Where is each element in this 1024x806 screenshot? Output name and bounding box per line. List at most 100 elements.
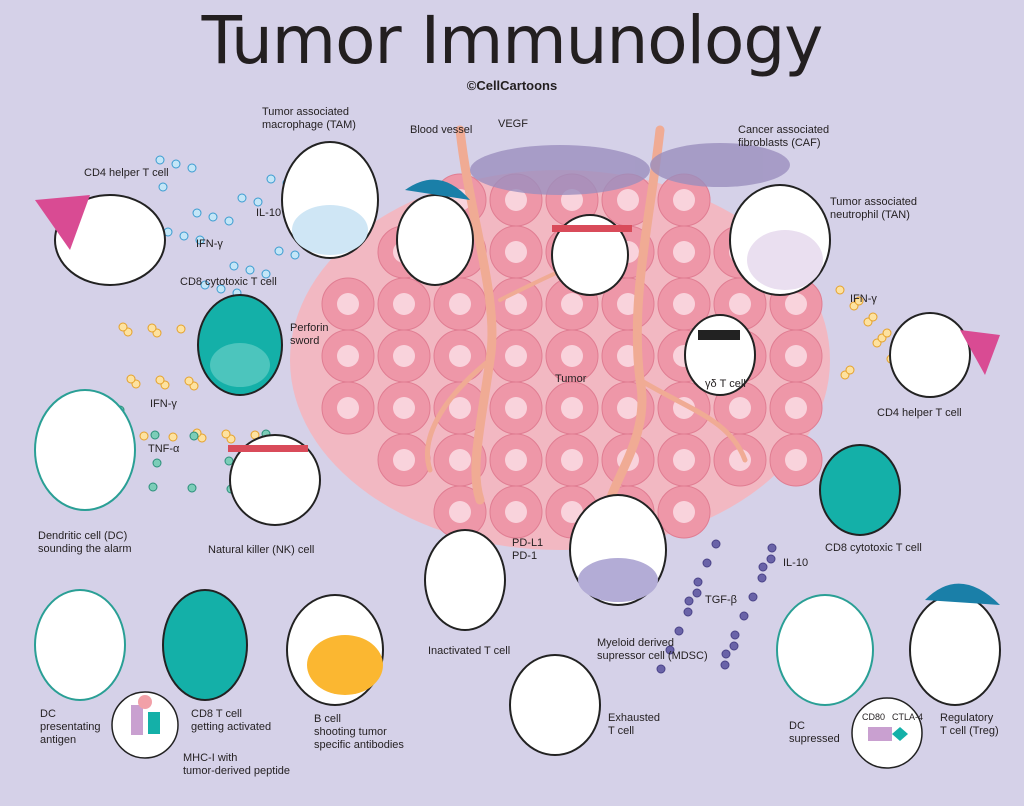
label-exhausted: Exhausted T cell [608, 712, 660, 737]
neutrophil-tan [729, 184, 831, 296]
cytokine-dot [148, 482, 158, 492]
label-blood-vessel: Blood vessel [410, 124, 473, 136]
cytokine-dot [692, 588, 702, 598]
cytokine-dot [187, 163, 197, 173]
cytokine-dot [208, 212, 218, 222]
cytokine-dot [261, 269, 271, 279]
cytokine-dot [171, 159, 181, 169]
cytokine-dot [158, 182, 168, 192]
dc-supressed [776, 594, 874, 706]
cytokine-dot [767, 543, 777, 553]
cd4-helper-t-cell-left [35, 194, 166, 286]
cytokine-dot [245, 265, 255, 275]
tumor-nucleus [393, 397, 415, 419]
cytokine-dot [882, 328, 892, 338]
cytokine-dot [224, 456, 234, 466]
cytokine-dot [224, 216, 234, 226]
tumor-nucleus [505, 501, 527, 523]
cytokine-dot [179, 231, 189, 241]
tumor-nucleus [393, 345, 415, 367]
cytokine-dot [757, 573, 767, 583]
label-dc-present: DC presentating antigen [40, 708, 101, 746]
cytokine-dot [720, 660, 730, 670]
cytokine-dot [195, 235, 205, 245]
cytokine-dot [187, 483, 197, 493]
label-pd: PD-L1 PD-1 [512, 537, 544, 562]
label-gd-t-cell: γδ T cell [705, 378, 746, 390]
cytokine-dot [290, 250, 300, 260]
tumor-nucleus [673, 293, 695, 315]
page-title: Tumor Immunology [201, 2, 824, 79]
cytokine-dot [702, 558, 712, 568]
label-inactivated: Inactivated T cell [428, 645, 511, 657]
tumor-nucleus [337, 293, 359, 315]
label-cd8-top: CD8 cytotoxic T cell [180, 276, 277, 288]
nk-cell [228, 434, 321, 526]
tumor-nucleus [561, 345, 583, 367]
mhc-inset [111, 691, 179, 759]
tumor-nucleus [505, 345, 527, 367]
tumor-nucleus [673, 189, 695, 211]
exhausted-t-cell [509, 654, 601, 756]
label-ctla4: CTLA-4 [892, 712, 924, 722]
cytokine-dot [155, 375, 165, 385]
cytokine-dot [266, 174, 276, 184]
tumor-nucleus [561, 449, 583, 471]
tumor-nucleus [505, 293, 527, 315]
label-cd80: CD80 [862, 712, 886, 722]
label-nk: Natural killer (NK) cell [208, 544, 315, 556]
dc-presenting [34, 589, 126, 701]
police-t-cell-top [396, 179, 474, 286]
cytokine-dot [126, 374, 136, 384]
ctla4-inset [851, 697, 923, 769]
label-il10-right: IL-10 [783, 557, 809, 569]
cytokine-dot [168, 432, 178, 442]
label-tnfa: TNF-α [148, 443, 180, 455]
tumor-nucleus [505, 397, 527, 419]
cytokine-dot [229, 261, 239, 271]
cytokine-dot [221, 429, 231, 439]
label-il10-top: IL-10 [256, 207, 282, 219]
cytokine-dot [139, 431, 149, 441]
tumor-nucleus [337, 345, 359, 367]
label-ifng: IFN-γ [196, 238, 223, 250]
cytokine-dot [152, 458, 162, 468]
label-ifng-dc: IFN-γ [150, 398, 177, 410]
label-cd8-activated: CD8 T cell getting activated [191, 708, 272, 733]
cytokine-dot [721, 649, 731, 659]
cytokine-dot [729, 641, 739, 651]
cytokine-dot [835, 285, 845, 295]
label-cd8-right: CD8 cytotoxic T cell [825, 542, 922, 554]
mdsc-cell [569, 494, 667, 606]
tumor-nucleus [561, 501, 583, 523]
tumor-nucleus [393, 293, 415, 315]
label-ifng-right: IFN-γ [850, 293, 877, 305]
tumor-nucleus [673, 501, 695, 523]
cytokine-dot [253, 197, 263, 207]
cytokine-dot [845, 365, 855, 375]
tumor-nucleus [449, 293, 471, 315]
cytokine-dot [192, 208, 202, 218]
cytokine-dot [118, 322, 128, 332]
cytokine-dot [200, 280, 210, 290]
label-cd4-right: CD4 helper T cell [877, 407, 962, 419]
tumor-nucleus [617, 189, 639, 211]
gamma-delta-t-cell [684, 314, 756, 396]
tumor-nucleus [729, 397, 751, 419]
tumor-nucleus [449, 501, 471, 523]
cytokine-dot [237, 193, 247, 203]
ninja-t-cell-center [551, 214, 632, 296]
tumor-nucleus [673, 449, 695, 471]
label-vegf: VEGF [498, 118, 528, 130]
tumor-nucleus [673, 241, 695, 263]
tumor-nucleus [729, 449, 751, 471]
label-dc-alarm: Dendritic cell (DC) sounding the alarm [38, 530, 132, 555]
regulatory-t-cell [909, 583, 1001, 706]
label-cd4-left: CD4 helper T cell [84, 167, 169, 179]
tumor-nucleus [449, 449, 471, 471]
tumor-nucleus [505, 241, 527, 263]
fibroblasts [470, 143, 790, 195]
cd8-cytotoxic-t-cell-top [197, 294, 283, 396]
cd8-activated [162, 589, 248, 701]
